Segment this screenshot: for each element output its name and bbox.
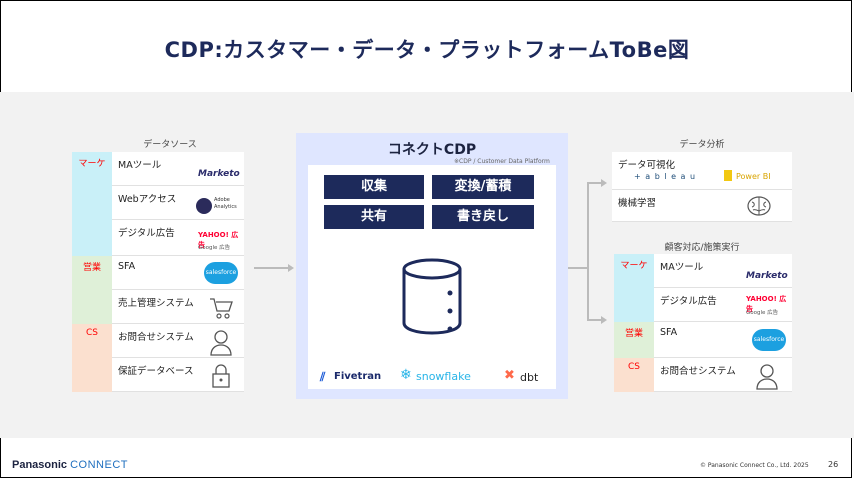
slide-title: CDP:カスタマー・データ・プラットフォームToBe図 — [164, 38, 690, 62]
category-label: マーケ — [78, 159, 106, 169]
row-label: 売上管理システム — [118, 298, 194, 309]
dbt-logo: dbt — [520, 371, 539, 384]
analysis-row-ml: 機械学習 — [612, 190, 792, 222]
google-ads-logo: Google 広告 — [746, 310, 779, 316]
category-marketing: マーケ — [614, 254, 654, 322]
copyright: © Panasonic Connect Co., Ltd. 2025 — [700, 462, 809, 469]
function-writeback: 書き戻し — [432, 205, 534, 229]
cdp-title: コネクトCDP — [387, 142, 477, 158]
snowflake-icon: ❄ — [400, 367, 412, 383]
arrow-split — [587, 182, 589, 320]
source-row-warranty: 保証データベース — [112, 358, 244, 392]
fivetran-logo: Fivetran — [334, 371, 382, 382]
brand-name: Panasonic — [12, 459, 68, 471]
cdp-subtitle: ※CDP / Customer Data Platform — [454, 158, 550, 165]
row-label: デジタル広告 — [118, 228, 175, 239]
category-label: マーケ — [620, 261, 648, 271]
adobe-icon — [196, 198, 212, 214]
arrow-to-analysis — [587, 182, 601, 184]
data-source-title: データソース — [143, 140, 197, 150]
row-label: SFA — [660, 327, 678, 338]
cart-icon — [210, 298, 233, 319]
row-label: お問合せシステム — [118, 332, 194, 343]
action-row-sfa: SFA salesforce — [654, 322, 792, 358]
source-row-inquiry: お問合せシステム — [112, 324, 244, 358]
category-sales: 営業 — [72, 256, 112, 324]
salesforce-logo: salesforce — [204, 262, 238, 284]
source-row-web: Webアクセス Adobe Analytics — [112, 186, 244, 220]
action-row-inquiry: お問合せシステム — [654, 358, 792, 392]
connect-cdp-box: コネクトCDP ※CDP / Customer Data Platform 収集… — [296, 133, 568, 399]
row-label: データ可視化 — [618, 160, 676, 171]
brand-connect: CONNECT — [70, 459, 128, 471]
salesforce-logo: salesforce — [752, 329, 786, 351]
google-ads-logo: Google 広告 — [198, 245, 231, 251]
row-label: 保証データベース — [118, 366, 194, 377]
analysis-title: データ分析 — [679, 140, 725, 150]
cdp-inner-panel: 収集 変換/蓄積 共有 書き戻し ⫽ Fivetran ❄ snowflake … — [308, 165, 556, 389]
arrow-out — [568, 267, 588, 269]
powerbi-logo: Power BI — [736, 172, 771, 181]
adobe-analytics-logo: Adobe Analytics — [214, 197, 237, 210]
arrow-to-action-head — [601, 316, 607, 324]
row-label: 機械学習 — [618, 198, 657, 209]
action-row-ads: デジタル広告 YAHOO! 広告 Google 広告 — [654, 288, 792, 322]
source-row-ads: デジタル広告 YAHOO! 広告 Google 広告 — [112, 220, 244, 256]
fivetran-icon: ⫽ — [320, 370, 326, 384]
arrow-to-action — [587, 319, 601, 321]
row-label: SFA — [118, 261, 136, 272]
analysis-row-visualization: データ可視化 + a b l e a u Power BI — [612, 152, 792, 190]
category-cs: CS — [614, 358, 654, 392]
marketo-logo: Marketo — [198, 169, 240, 179]
source-row-ma: MAツール Marketo — [112, 152, 244, 186]
function-share: 共有 — [324, 205, 424, 229]
arrow-to-analysis-head — [601, 179, 607, 187]
arrow-in — [254, 267, 288, 269]
person-icon — [210, 330, 232, 356]
person-icon — [756, 364, 778, 390]
category-label: 営業 — [624, 329, 643, 339]
source-row-sales-mgmt: 売上管理システム — [112, 290, 244, 324]
marketo-logo: Marketo — [746, 271, 788, 281]
category-sales: 営業 — [614, 322, 654, 358]
category-marketing: マーケ — [72, 152, 112, 256]
row-label: Webアクセス — [118, 194, 177, 205]
row-label: MAツール — [118, 160, 162, 171]
function-collect: 収集 — [324, 175, 424, 199]
action-row-ma: MAツール Marketo — [654, 254, 792, 288]
function-transform: 変換/蓄積 — [432, 175, 534, 199]
brain-icon — [747, 196, 771, 216]
category-cs: CS — [72, 324, 112, 392]
category-label: CS — [86, 328, 98, 338]
row-label: MAツール — [660, 262, 704, 273]
yahoo-ads-logo: YAHOO! 広告 — [198, 231, 239, 249]
action-title: 顧客対応/施策実行 — [664, 243, 740, 253]
database-icon — [402, 258, 462, 335]
row-label: デジタル広告 — [660, 296, 717, 307]
category-label: CS — [628, 362, 640, 372]
page-number: 26 — [828, 460, 839, 469]
tableau-logo: + a b l e a u — [634, 172, 697, 181]
powerbi-icon — [724, 170, 732, 181]
arrow-in-head — [288, 264, 294, 272]
panasonic-connect-logo: Panasonic CONNECT — [12, 459, 128, 471]
row-label: お問合せシステム — [660, 366, 736, 377]
dbt-icon: ✖ — [504, 368, 515, 383]
snowflake-logo: snowflake — [416, 370, 471, 383]
yahoo-ads-logo: YAHOO! 広告 — [746, 295, 787, 313]
category-label: 営業 — [82, 263, 101, 273]
source-row-sfa: SFA salesforce — [112, 256, 244, 290]
lock-icon — [212, 364, 230, 388]
